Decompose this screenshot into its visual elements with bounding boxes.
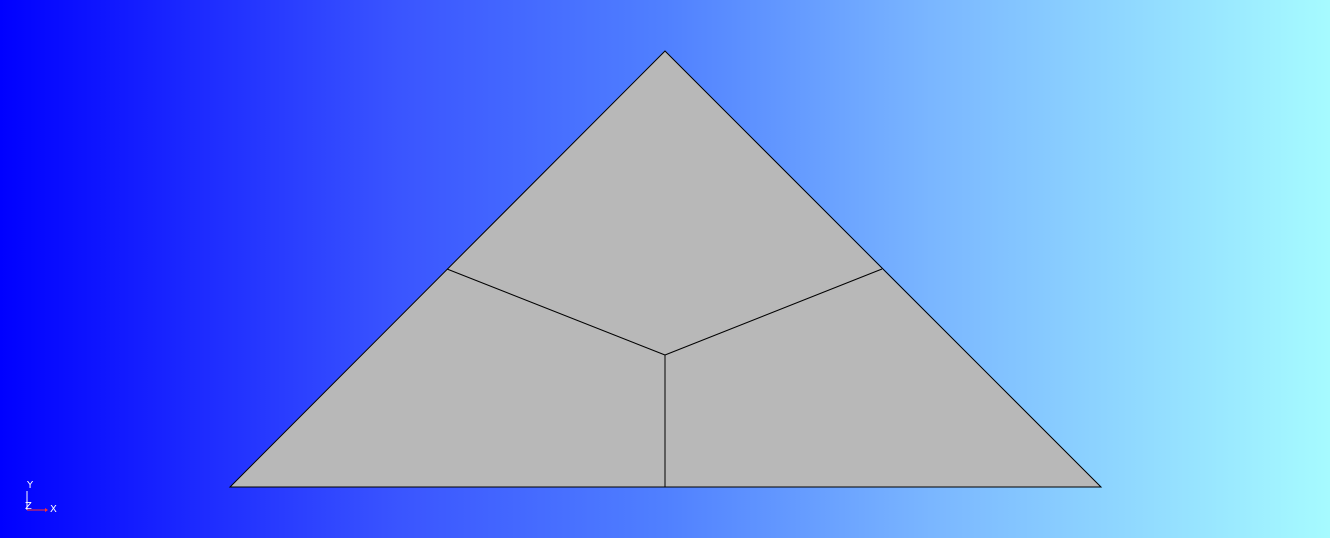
mesh-part[interactable] bbox=[228, 50, 1103, 488]
coordinate-triad: Y Z X bbox=[25, 480, 57, 515]
mesh-edge-left bbox=[446, 268, 666, 356]
mesh-element-top[interactable] bbox=[447, 51, 882, 355]
triad-x-arrow-icon bbox=[45, 508, 48, 512]
triad-y-label: Y bbox=[26, 480, 34, 491]
mesh-element-left[interactable] bbox=[230, 269, 665, 487]
triad-x-label: X bbox=[50, 504, 57, 515]
mesh-edge-right bbox=[664, 268, 883, 356]
mesh-element-right[interactable] bbox=[665, 269, 1101, 487]
triad-z-label: Z bbox=[25, 501, 32, 512]
